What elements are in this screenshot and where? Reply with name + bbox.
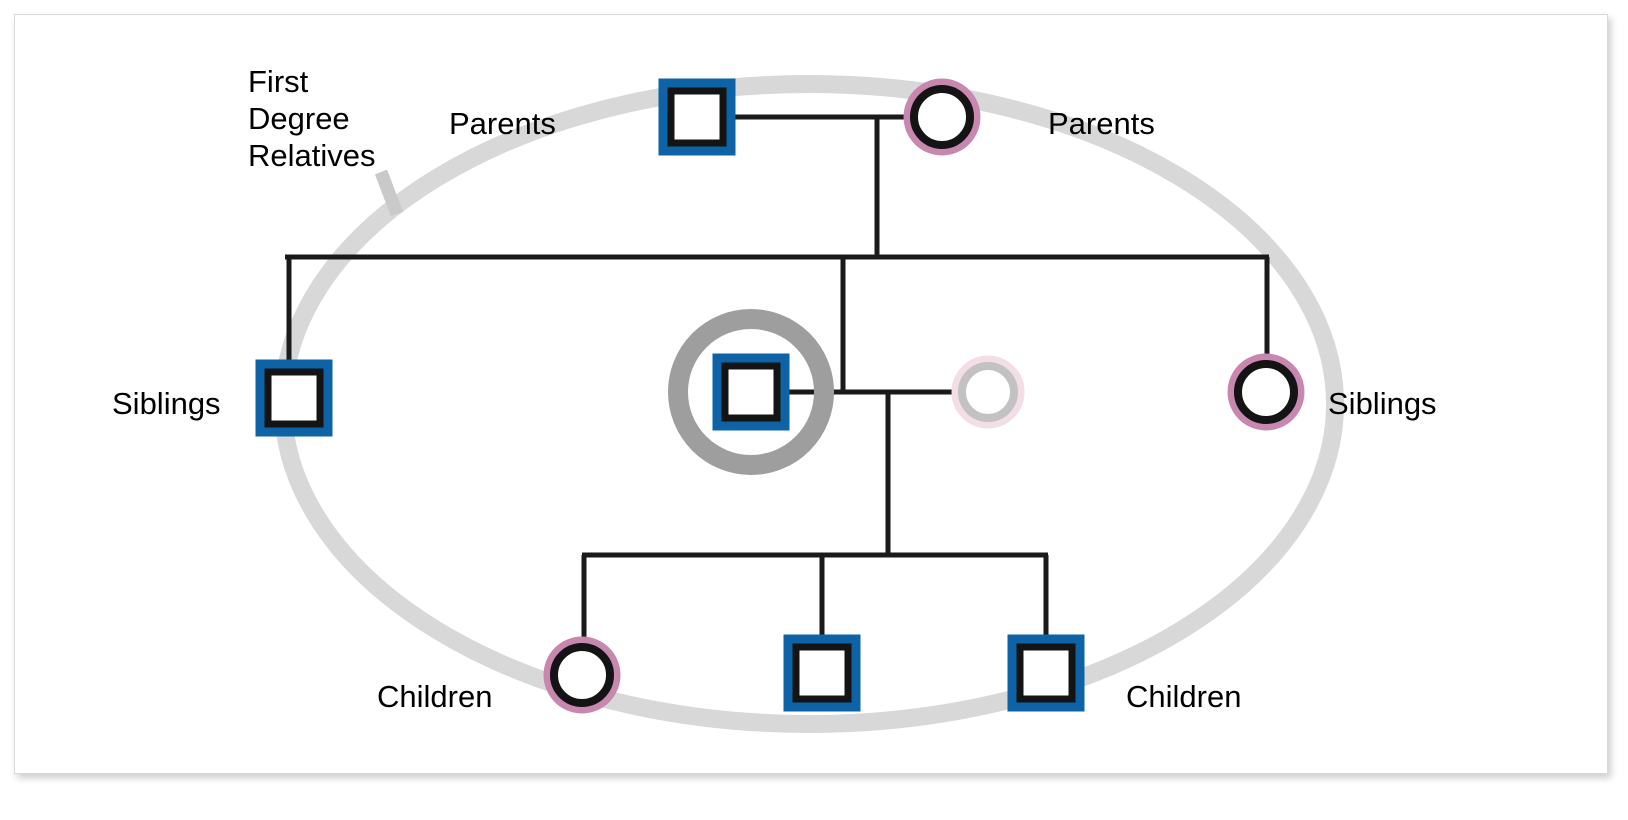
spouse-symbol-circle [958,362,1018,422]
individual-sibling-right[interactable] [1227,353,1305,431]
connector-lines [285,114,1270,643]
father-symbol-square [667,87,727,147]
proband-symbol-square [721,362,781,422]
label-parents-left: Parents [449,106,556,141]
individual-spouse[interactable] [951,355,1025,429]
sibling-right-symbol-circle [1234,360,1298,424]
individual-sibling-left[interactable] [255,359,333,437]
child-3-symbol-square [1016,643,1076,703]
sibling-left-symbol-square [264,368,324,428]
proband-ring [668,309,834,475]
child-1-symbol-circle [550,643,614,707]
individual-child-2[interactable] [783,634,861,712]
mother-symbol-circle [910,85,974,149]
individual-child-1[interactable] [543,636,621,714]
first-degree-relatives-ellipse [274,75,1344,733]
label-siblings-right: Siblings [1328,386,1437,421]
label-children-left: Children [377,679,493,714]
individual-proband[interactable] [712,353,790,431]
label-parents-right: Parents [1048,106,1155,141]
individual-child-3[interactable] [1007,634,1085,712]
individual-mother[interactable] [903,78,981,156]
label-siblings-left: Siblings [112,386,221,421]
label-first-degree-relatives: First Degree Relatives [248,64,376,173]
first-degree-pointer-icon [374,169,404,217]
individual-father[interactable] [658,78,736,156]
child-2-symbol-square [792,643,852,703]
label-children-right: Children [1126,679,1242,714]
